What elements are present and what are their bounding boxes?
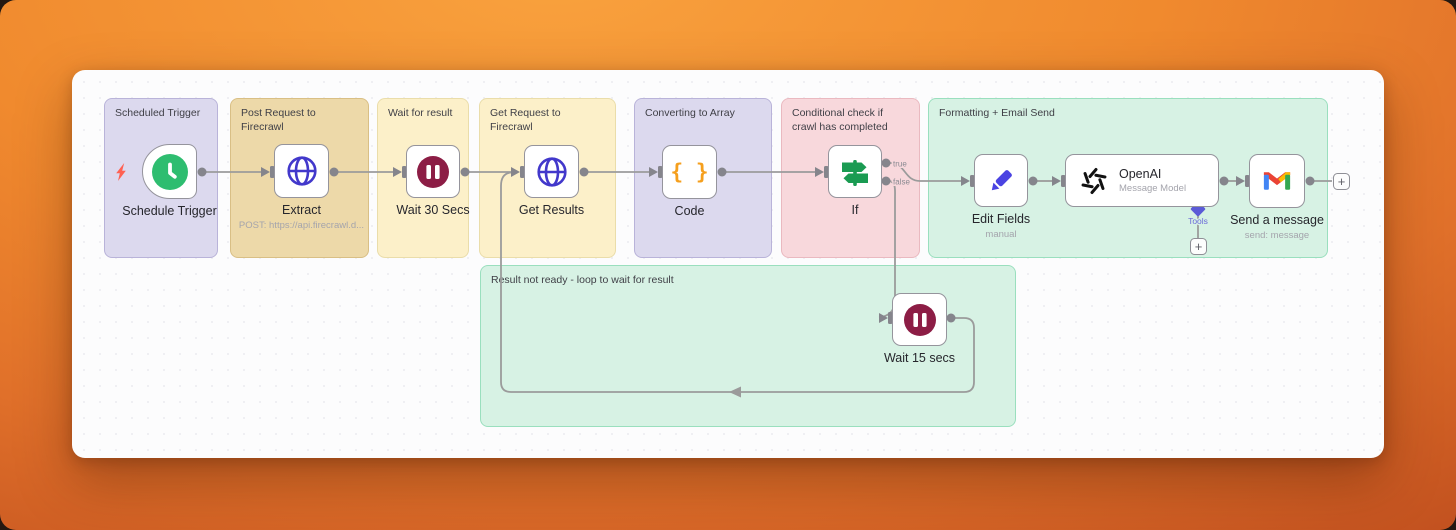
node-openai[interactable]: OpenAI Message Model xyxy=(1065,154,1219,207)
node-schedule-trigger[interactable]: Schedule Trigger xyxy=(122,144,217,218)
group-title: Conditional check if crawl has completed xyxy=(792,107,888,134)
node-label: Schedule Trigger xyxy=(122,204,217,218)
curly-braces-icon: { } xyxy=(670,160,709,184)
pause-icon xyxy=(903,303,936,336)
node-subtitle: Message Model xyxy=(1119,183,1187,194)
group-title: Converting to Array xyxy=(645,107,735,119)
add-node-button[interactable]: + xyxy=(1333,173,1350,190)
group-title: Get Request to Firecrawl xyxy=(490,107,561,134)
node-caption: Wait 30 Secs xyxy=(396,203,469,217)
signpost-icon xyxy=(842,159,868,186)
group-loop-wait-result[interactable]: Result not ready - loop to wait for resu… xyxy=(480,265,1016,427)
node-wait-30-secs[interactable]: Wait 30 Secs xyxy=(396,145,470,217)
node-subtitle: POST: https://api.firecrawl.d... xyxy=(238,220,365,231)
node-subtitle: send: message xyxy=(1244,230,1310,241)
node-get-results[interactable]: Get Results xyxy=(519,145,584,217)
gmail-icon xyxy=(1263,172,1291,190)
node-label: OpenAI xyxy=(1119,167,1162,181)
node-label: Extract xyxy=(282,203,321,217)
node-label: Edit Fields xyxy=(971,212,1031,226)
node-label: Send a message xyxy=(1230,213,1324,227)
node-subtitle: manual xyxy=(985,229,1017,240)
pause-icon xyxy=(417,155,449,188)
node-send-a-message[interactable]: Send a message send: message xyxy=(1230,154,1324,241)
node-caption: Schedule Trigger xyxy=(122,204,217,218)
add-tool-button[interactable]: + xyxy=(1190,238,1207,255)
node-label: Get Results xyxy=(518,203,585,217)
node-caption: Code xyxy=(675,204,705,218)
workflow-canvas[interactable]: Scheduled Trigger Post Request to Firecr… xyxy=(72,70,1384,458)
openai-node-text: OpenAI Message Model xyxy=(1119,167,1186,194)
openai-logo-icon xyxy=(1081,167,1107,194)
node-extract[interactable]: Extract POST: https://api.firecrawl.d... xyxy=(239,144,364,231)
node-code[interactable]: { } Code xyxy=(662,145,717,218)
node-label: Wait 15 secs xyxy=(883,351,956,365)
node-caption: Wait 15 secs xyxy=(884,351,955,365)
pencil-icon xyxy=(991,169,1012,190)
globe-icon xyxy=(536,156,567,187)
group-title: Result not ready - loop to wait for resu… xyxy=(491,274,674,286)
globe-icon xyxy=(286,156,317,186)
group-title: Wait for result xyxy=(388,107,453,119)
lightning-icon xyxy=(112,162,130,187)
node-caption: Edit Fields manual xyxy=(972,212,1030,240)
node-label: If xyxy=(851,203,859,217)
group-post-request-firecrawl[interactable]: Post Request to Firecrawl xyxy=(230,98,369,258)
node-edit-fields[interactable]: Edit Fields manual xyxy=(972,154,1030,240)
node-if[interactable]: If xyxy=(828,145,882,217)
group-title: Post Request to Firecrawl xyxy=(241,107,316,134)
clock-icon xyxy=(151,153,188,190)
group-title: Scheduled Trigger xyxy=(115,107,201,119)
node-caption: Get Results xyxy=(519,203,584,217)
node-caption: Extract POST: https://api.firecrawl.d... xyxy=(239,203,364,231)
group-title: Formatting + Email Send xyxy=(939,107,1055,119)
group-scheduled-trigger[interactable]: Scheduled Trigger xyxy=(104,98,218,258)
node-label: Code xyxy=(674,204,705,218)
node-caption: Send a message send: message xyxy=(1230,213,1324,241)
node-caption: If xyxy=(852,203,859,217)
node-label: Wait 30 Secs xyxy=(396,203,470,217)
node-wait-15-secs[interactable]: Wait 15 secs xyxy=(884,293,955,365)
